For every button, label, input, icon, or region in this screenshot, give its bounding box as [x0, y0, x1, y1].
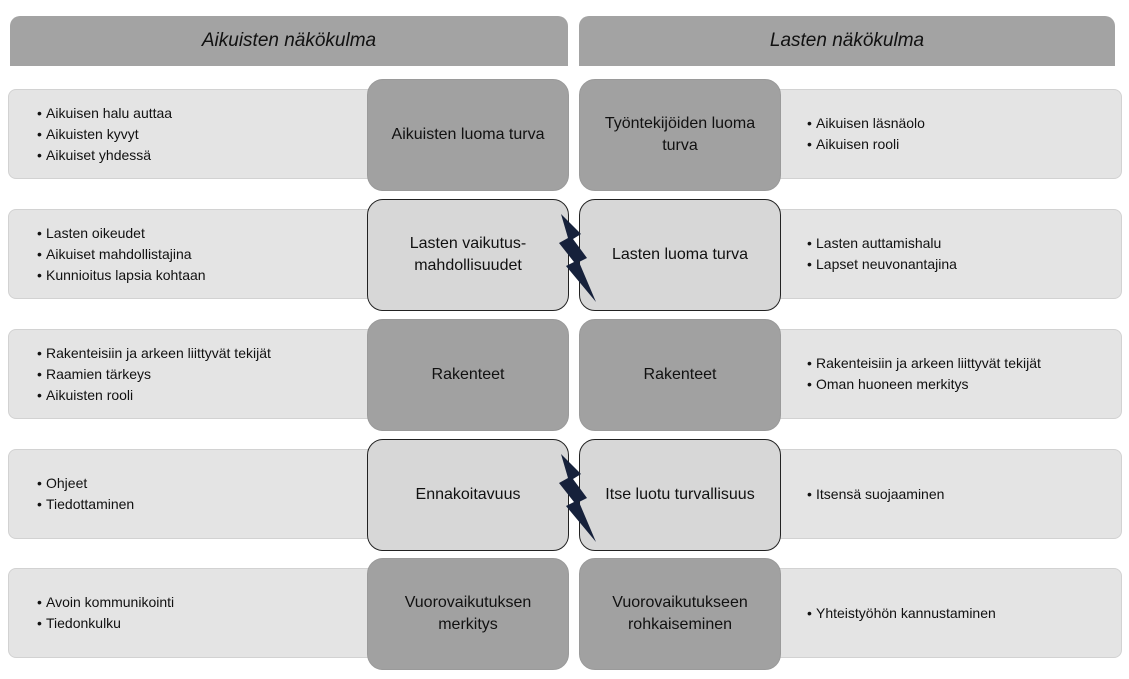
header-adults-perspective: Aikuisten näkökulma: [10, 16, 568, 66]
child-factors-box: Yhteistyöhön kannustaminen: [760, 568, 1122, 658]
concept-label: Rakenteet: [431, 366, 505, 383]
adult-factors-box: Aikuisen halu auttaaAikuisten kyvytAikui…: [8, 89, 388, 179]
concept-label: Itse luotu turvallisuus: [605, 486, 755, 503]
list-item: Aikuiset mahdollistajina: [37, 244, 206, 265]
list-item: Aikuisten rooli: [37, 385, 271, 406]
child-factors-box: Aikuisen läsnäoloAikuisen rooli: [760, 89, 1122, 179]
child-concept-box: Lasten luoma turva: [579, 199, 781, 311]
factor-list: Yhteistyöhön kannustaminen: [807, 603, 996, 624]
list-item: Tiedonkulku: [37, 613, 174, 634]
child-factors-box: Rakenteisiin ja arkeen liittyvät tekijät…: [760, 329, 1122, 419]
list-item: Raamien tärkeys: [37, 364, 271, 385]
lightning-bolt-icon: [559, 214, 596, 302]
list-item: Aikuisen halu auttaa: [37, 103, 172, 124]
factor-list: Rakenteisiin ja arkeen liittyvät tekijät…: [37, 343, 271, 406]
child-factors-box: Lasten auttamishaluLapset neuvonantajina: [760, 209, 1122, 299]
diagram-row: Lasten oikeudetAikuiset mahdollistajinaK…: [0, 198, 1129, 320]
list-item: Tiedottaminen: [37, 494, 134, 515]
adult-factors-box: OhjeetTiedottaminen: [8, 449, 388, 539]
list-item: Yhteistyöhön kannustaminen: [807, 603, 996, 624]
concept-label: Vuorovaikutukseen rohkaiseminen: [612, 594, 748, 633]
list-item: Lasten oikeudet: [37, 223, 206, 244]
concept-label: Vuorovaikutuksen merkitys: [404, 594, 532, 633]
list-item: Avoin kommunikointi: [37, 592, 174, 613]
diagram-row: Rakenteisiin ja arkeen liittyvät tekijät…: [0, 318, 1129, 440]
list-item: Lasten auttamishalu: [807, 233, 957, 254]
factor-list: Itsensä suojaaminen: [807, 484, 944, 505]
adult-factors-box: Avoin kommunikointiTiedonkulku: [8, 568, 388, 658]
lightning-bolt-icon: [559, 454, 596, 542]
child-concept-box: Rakenteet: [579, 319, 781, 431]
factor-list: Rakenteisiin ja arkeen liittyvät tekijät…: [807, 353, 1041, 395]
concept-label: Lasten vaikutus-mahdollisuudet: [409, 235, 527, 274]
list-item: Aikuiset yhdessä: [37, 145, 172, 166]
list-item: Ohjeet: [37, 473, 134, 494]
factor-list: OhjeetTiedottaminen: [37, 473, 134, 515]
adult-concept-box: Ennakoitavuus: [367, 439, 569, 551]
list-item: Kunnioitus lapsia kohtaan: [37, 265, 206, 286]
header-children-perspective: Lasten näkökulma: [579, 16, 1115, 66]
list-item: Oman huoneen merkitys: [807, 374, 1041, 395]
adult-concept-box: Aikuisten luoma turva: [367, 79, 569, 191]
list-item: Rakenteisiin ja arkeen liittyvät tekijät: [37, 343, 271, 364]
diagram-row: Avoin kommunikointiTiedonkulku Yhteistyöh…: [0, 557, 1129, 679]
adult-factors-box: Lasten oikeudetAikuiset mahdollistajinaK…: [8, 209, 388, 299]
adult-concept-box: Lasten vaikutus-mahdollisuudet: [367, 199, 569, 311]
concept-label: Työntekijöiden luoma turva: [604, 115, 756, 154]
diagram-row: Aikuisen halu auttaaAikuisten kyvytAikui…: [0, 78, 1129, 200]
child-concept-box: Työntekijöiden luoma turva: [579, 79, 781, 191]
diagram-row: OhjeetTiedottaminen Itsensä suojaaminen En…: [0, 438, 1129, 560]
concept-label: Lasten luoma turva: [611, 246, 749, 263]
factor-list: Avoin kommunikointiTiedonkulku: [37, 592, 174, 634]
adult-factors-box: Rakenteisiin ja arkeen liittyvät tekijät…: [8, 329, 388, 419]
list-item: Aikuisen läsnäolo: [807, 113, 925, 134]
list-item: Lapset neuvonantajina: [807, 254, 957, 275]
adult-concept-box: Rakenteet: [367, 319, 569, 431]
child-concept-box: Vuorovaikutukseen rohkaiseminen: [579, 558, 781, 670]
factor-list: Lasten oikeudetAikuiset mahdollistajinaK…: [37, 223, 206, 286]
child-concept-box: Itse luotu turvallisuus: [579, 439, 781, 551]
adult-concept-box: Vuorovaikutuksen merkitys: [367, 558, 569, 670]
concept-label: Ennakoitavuus: [415, 486, 521, 503]
list-item: Aikuisen rooli: [807, 134, 925, 155]
list-item: Aikuisten kyvyt: [37, 124, 172, 145]
factor-list: Aikuisen halu auttaaAikuisten kyvytAikui…: [37, 103, 172, 166]
list-item: Rakenteisiin ja arkeen liittyvät tekijät: [807, 353, 1041, 374]
factor-list: Lasten auttamishaluLapset neuvonantajina: [807, 233, 957, 275]
list-item: Itsensä suojaaminen: [807, 484, 944, 505]
factor-list: Aikuisen läsnäoloAikuisen rooli: [807, 113, 925, 155]
concept-label: Rakenteet: [643, 366, 717, 383]
child-factors-box: Itsensä suojaaminen: [760, 449, 1122, 539]
concept-label: Aikuisten luoma turva: [391, 126, 545, 143]
